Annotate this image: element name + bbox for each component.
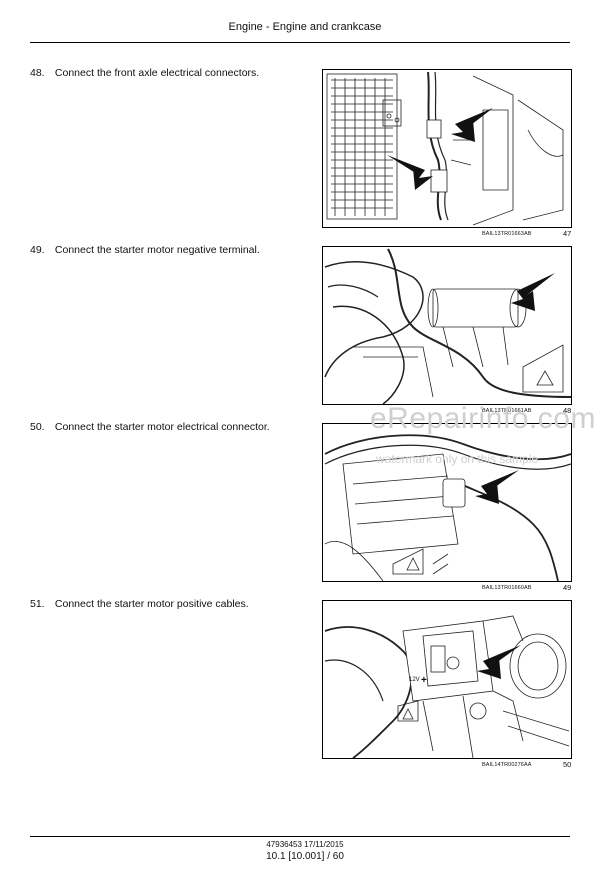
figure-number: 48 <box>563 406 572 415</box>
step-number: 50. <box>30 421 45 433</box>
figure-number: 49 <box>563 583 572 592</box>
step-48: 48. Connect the front axle electrical co… <box>30 67 259 79</box>
starter-negative-terminal-illustration <box>324 248 571 404</box>
step-text: Connect the starter motor electrical con… <box>54 421 270 433</box>
watermark-note: watermark only on this sample <box>376 452 539 466</box>
figure-code: BAIL14TR00276AA <box>482 762 532 768</box>
figure-code: BAIL13TR01663AB <box>482 231 532 237</box>
arrow-lower <box>387 155 433 190</box>
step-number: 48. <box>30 67 45 79</box>
figure-49-image <box>322 423 572 582</box>
step-text: Connect the front axle electrical connec… <box>54 67 260 79</box>
figure-50-image: 12V + <box>322 600 572 759</box>
starter-connector-illustration <box>324 434 571 581</box>
watermark-site: eRepairinfo.com <box>370 402 596 435</box>
figure-number: 50 <box>563 760 572 769</box>
step-49: 49. Connect the starter motor negative t… <box>30 244 260 256</box>
footer-page-ref: 10.1 [10.001] / 60 <box>266 851 344 862</box>
arrow-terminal <box>511 273 555 311</box>
step-text: Connect the starter motor negative termi… <box>54 244 260 256</box>
figure-47-image <box>322 69 572 228</box>
page-header-title: Engine - Engine and crankcase <box>228 21 382 33</box>
header-rule <box>30 42 570 43</box>
footer-doc-date: 47936453 17/11/2015 <box>266 840 344 849</box>
starter-positive-cables-illustration: 12V + <box>324 615 570 758</box>
front-axle-connectors-illustration <box>326 71 564 226</box>
arrow-connector <box>475 470 519 504</box>
figure-code: BAIL13TR01660AB <box>482 585 532 591</box>
step-number: 51. <box>30 598 45 610</box>
step-number: 49. <box>30 244 45 256</box>
step-text: Connect the starter motor positive cable… <box>54 598 249 610</box>
figure-code: BAIL13TR01661AB <box>482 408 532 414</box>
arrow-upper <box>451 108 493 142</box>
step-51: 51. Connect the starter motor positive c… <box>30 598 249 610</box>
voltage-label: 12V <box>409 677 420 683</box>
plus-label: + <box>421 675 427 686</box>
step-50: 50. Connect the starter motor electrical… <box>30 421 270 433</box>
figure-number: 47 <box>563 229 572 238</box>
arrow-positive <box>477 645 521 679</box>
footer-rule <box>30 836 570 837</box>
figure-48-image <box>322 246 572 405</box>
